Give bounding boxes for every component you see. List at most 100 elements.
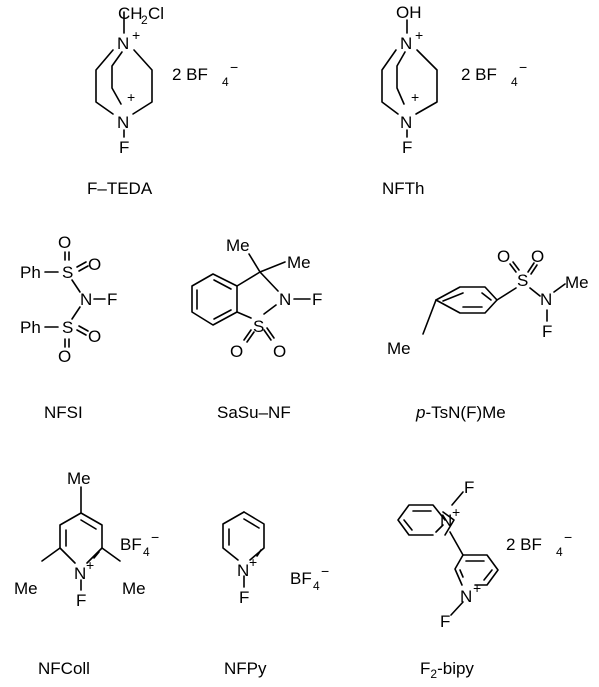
counterion-subscript: 4 [222, 75, 229, 89]
compound-name: NFColl [38, 659, 90, 678]
compound-name: F2-bipy [420, 659, 474, 681]
atom-label: N [74, 564, 86, 583]
bond [243, 329, 255, 343]
bond [64, 338, 70, 348]
compound-name-prefix: p [415, 403, 425, 422]
bond [111, 51, 123, 105]
bond [263, 327, 275, 341]
atom-label: F [107, 290, 117, 309]
bond [248, 253, 261, 273]
atom-label: F [464, 478, 474, 497]
bond [228, 518, 262, 557]
bond [132, 49, 153, 115]
atom-label: O [230, 342, 243, 361]
counterion-label: 2 BF [172, 65, 208, 84]
atom-label: OH [396, 3, 422, 22]
atom-label: S [517, 271, 528, 290]
atom-label: CH [118, 4, 143, 23]
compound-name: p-TsN(F)Me [415, 403, 506, 422]
compound-name-main: F [420, 659, 430, 678]
bond [80, 512, 103, 564]
counterion-subscript: 4 [511, 75, 518, 89]
atom-label: Ph [20, 263, 41, 282]
bond [222, 511, 245, 561]
atom-label: S [62, 318, 73, 337]
bond [451, 491, 464, 506]
atom-label: Ph [20, 318, 41, 337]
bond [59, 512, 82, 564]
bond [449, 531, 464, 556]
counterion-subscript: 4 [143, 545, 150, 559]
charge-label: + [411, 89, 419, 105]
atom-label: Me [14, 579, 38, 598]
atom-label: N [540, 290, 552, 309]
compound-name-subscript: 2 [430, 667, 437, 681]
charge-label: + [86, 557, 94, 573]
atom-label: N [440, 511, 452, 530]
compound-nfth: OH N + N + F 2 BF 4 − NFTh [381, 3, 527, 198]
bond [191, 273, 238, 326]
bond [41, 547, 61, 562]
charge-label: + [249, 554, 257, 570]
counterion-label: BF [290, 569, 312, 588]
atom-label: Me [226, 236, 250, 255]
atom-label: F [119, 138, 129, 157]
atom-label: N [400, 113, 412, 132]
charge-label: + [452, 504, 460, 520]
bond [243, 511, 265, 561]
atom-label: F [312, 290, 322, 309]
bond [403, 510, 444, 533]
atom-label: O [531, 247, 544, 266]
counterion-label: 2 BF [461, 65, 497, 84]
atom-label: F [440, 612, 450, 631]
atom-label: Me [387, 339, 411, 358]
compound-nfcoll: Me Me Me N + F BF 4 − NFColl [14, 469, 159, 678]
bond [236, 311, 252, 319]
atom-label: Cl [148, 4, 164, 23]
compound-name: NFPy [224, 659, 267, 678]
bond [529, 287, 541, 297]
compound-f2-bipy: F N + N + F 2 BF 4 − F2-bipy [397, 478, 572, 681]
atom-label: O [497, 247, 510, 266]
atom-label: Me [122, 579, 146, 598]
bond [95, 49, 114, 115]
bond [459, 560, 493, 581]
bond [442, 292, 492, 308]
bond [442, 511, 455, 536]
bond [196, 279, 232, 320]
atom-label: F [542, 322, 552, 341]
counterion-charge: − [519, 59, 527, 75]
counterion-label: 2 BF [506, 535, 542, 554]
bond [101, 547, 121, 562]
counterion-charge: − [321, 563, 329, 579]
bond [76, 261, 89, 272]
atom-label: O [58, 347, 71, 366]
bond [71, 306, 81, 320]
counterion-charge: − [230, 59, 238, 75]
atom-label: N [237, 561, 249, 580]
atom-label: O [273, 342, 286, 361]
bond [263, 304, 277, 315]
bond [462, 554, 499, 586]
atom-label: S [62, 263, 73, 282]
bond [496, 287, 517, 301]
bond [65, 519, 100, 559]
bond [454, 554, 464, 586]
counterion-charge: − [151, 529, 159, 545]
atom-label: O [58, 233, 71, 252]
charge-label: + [132, 27, 140, 43]
compound-nfpy: N + F BF 4 − NFPy [222, 511, 329, 678]
atom-label: N [400, 34, 412, 53]
atom-label: O [88, 255, 101, 274]
bond [450, 601, 464, 616]
counterion-charge: − [564, 529, 572, 545]
compound-name-main: -TsN(F)Me [425, 403, 505, 422]
counterion-label: BF [120, 535, 142, 554]
bond [422, 299, 437, 335]
compound-name: NFTh [382, 179, 425, 198]
atom-label: F [402, 138, 412, 157]
charge-label: + [473, 580, 481, 596]
bond [527, 262, 538, 275]
compound-f-teda: CH 2 Cl N + N + F 2 BF 4 − F–TEDA [87, 4, 238, 198]
